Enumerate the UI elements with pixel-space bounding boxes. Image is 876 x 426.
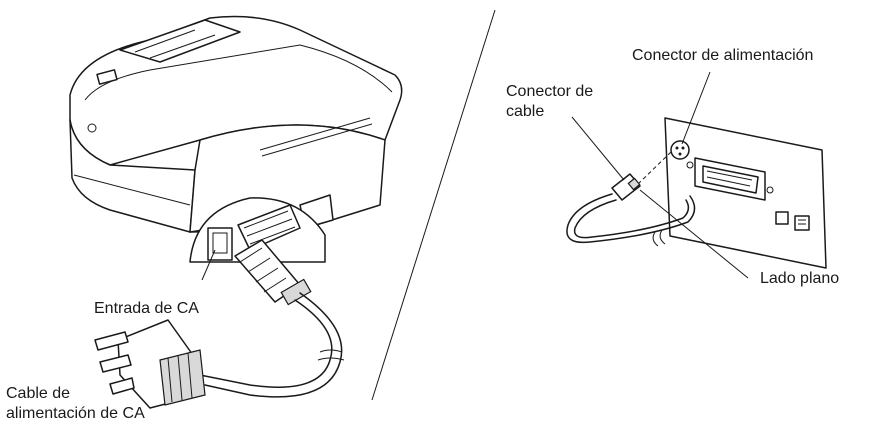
- rear-panel: [664, 117, 827, 269]
- label-cable-connector-line1: Conector de: [506, 83, 593, 100]
- ac-power-cord: [94, 239, 345, 409]
- ac-inlet-leader: [201, 249, 216, 281]
- label-power-cord-line1: Cable de: [6, 385, 70, 402]
- alignment-dashed-line: [637, 151, 672, 185]
- connector-detail-circle: [189, 197, 326, 263]
- flat-side-leader: [639, 189, 749, 279]
- dc-cable: [566, 173, 696, 247]
- cable-connector-leader: [571, 116, 625, 181]
- label-power-cord-line2: alimentación de CA: [6, 405, 145, 422]
- label-power-connector: Conector de alimentación: [632, 47, 813, 64]
- label-flat-side: Lado plano: [760, 270, 839, 287]
- printer-illustration: [69, 15, 403, 233]
- power-connector-leader: [681, 71, 711, 145]
- label-cable-connector-line2: cable: [506, 103, 544, 120]
- label-ac-inlet: Entrada de CA: [94, 300, 199, 317]
- divider-line: [371, 9, 496, 401]
